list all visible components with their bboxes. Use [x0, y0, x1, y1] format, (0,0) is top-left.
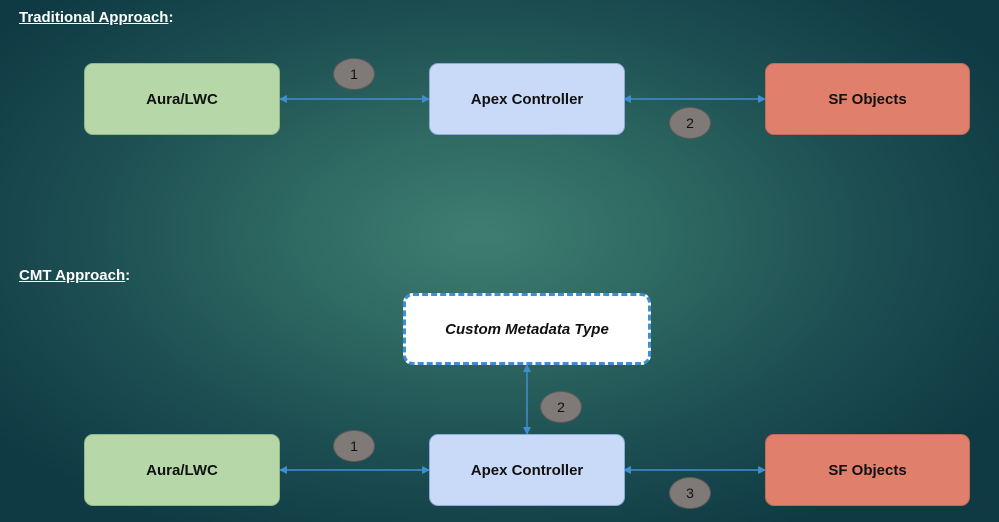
traditional-step-2-label: 2: [686, 115, 694, 131]
traditional-apex-controller-label: Apex Controller: [470, 90, 584, 108]
cmt-step-2-badge: 2: [540, 391, 582, 423]
cmt-approach-title-text: CMT Approach: [19, 267, 126, 284]
traditional-approach-title-colon: :: [168, 9, 174, 26]
cmt-step-1-label: 1: [350, 438, 358, 454]
traditional-step-1-label: 1: [350, 66, 358, 82]
traditional-sf-objects-box: SF Objects: [765, 63, 970, 135]
traditional-step-1-badge: 1: [333, 58, 375, 90]
cmt-step-3-badge: 3: [669, 477, 711, 509]
cmt-approach-title-colon: :: [125, 267, 131, 284]
cmt-sf-objects-label: SF Objects: [828, 461, 907, 479]
cmt-custom-metadata-type-label: Custom Metadata Type: [445, 320, 609, 338]
cmt-aura-lwc-label: Aura/LWC: [146, 461, 218, 479]
traditional-apex-controller-box: Apex Controller: [429, 63, 625, 135]
traditional-sf-objects-label: SF Objects: [828, 90, 907, 108]
traditional-approach-title: Traditional Approach:: [19, 9, 173, 26]
cmt-approach-title: CMT Approach:: [19, 267, 130, 284]
cmt-aura-lwc-box: Aura/LWC: [84, 434, 280, 506]
cmt-sf-objects-box: SF Objects: [765, 434, 970, 506]
cmt-apex-controller-label: Apex Controller: [470, 461, 584, 479]
cmt-apex-controller-box: Apex Controller: [429, 434, 625, 506]
traditional-aura-lwc-box: Aura/LWC: [84, 63, 280, 135]
cmt-step-2-label: 2: [557, 399, 565, 415]
cmt-step-1-badge: 1: [333, 430, 375, 462]
traditional-aura-lwc-label: Aura/LWC: [146, 90, 218, 108]
cmt-custom-metadata-type-box: Custom Metadata Type: [403, 293, 651, 365]
cmt-step-3-label: 3: [686, 485, 694, 501]
traditional-step-2-badge: 2: [669, 107, 711, 139]
traditional-approach-title-text: Traditional Approach: [19, 9, 169, 26]
